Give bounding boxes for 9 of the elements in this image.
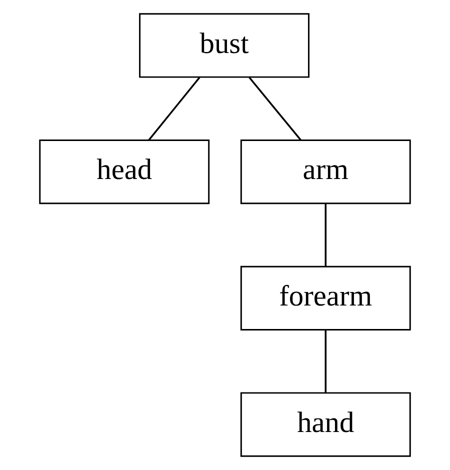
node-box: bust (139, 13, 310, 78)
node-box: forearm (240, 266, 411, 330)
node-box: arm (240, 140, 411, 204)
connector (324, 204, 327, 267)
node-box: hand (240, 392, 411, 457)
connector (324, 330, 327, 393)
connector (248, 76, 302, 141)
node-box: head (39, 140, 210, 204)
connector (148, 76, 200, 141)
